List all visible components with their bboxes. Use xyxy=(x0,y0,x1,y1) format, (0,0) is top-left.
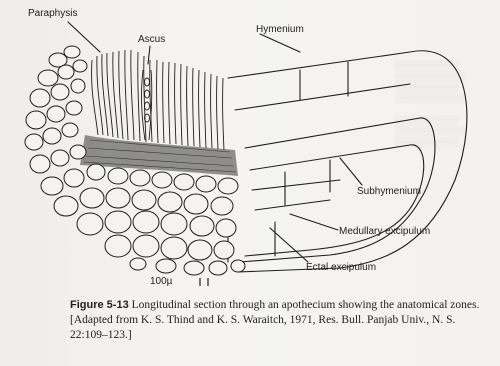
label-ectal-excipulum: Ectal excipulum xyxy=(306,262,376,273)
label-subhymenium: Subhymenium xyxy=(357,186,421,197)
label-ascus: Ascus xyxy=(138,34,165,45)
label-hymenium: Hymenium xyxy=(256,24,304,35)
caption-text: Longitudinal section through an apotheci… xyxy=(70,299,479,341)
label-medullary-excipulum: Medullary excipulum xyxy=(339,226,430,237)
scale-bar-line xyxy=(200,278,208,286)
figure-caption: Figure 5-13 Longitudinal section through… xyxy=(70,298,490,343)
paraphyses xyxy=(92,50,224,150)
figure-number: Figure 5-13 xyxy=(70,299,129,311)
scale-bar-label: 100µ xyxy=(150,276,172,287)
label-paraphysis: Paraphysis xyxy=(28,8,77,19)
